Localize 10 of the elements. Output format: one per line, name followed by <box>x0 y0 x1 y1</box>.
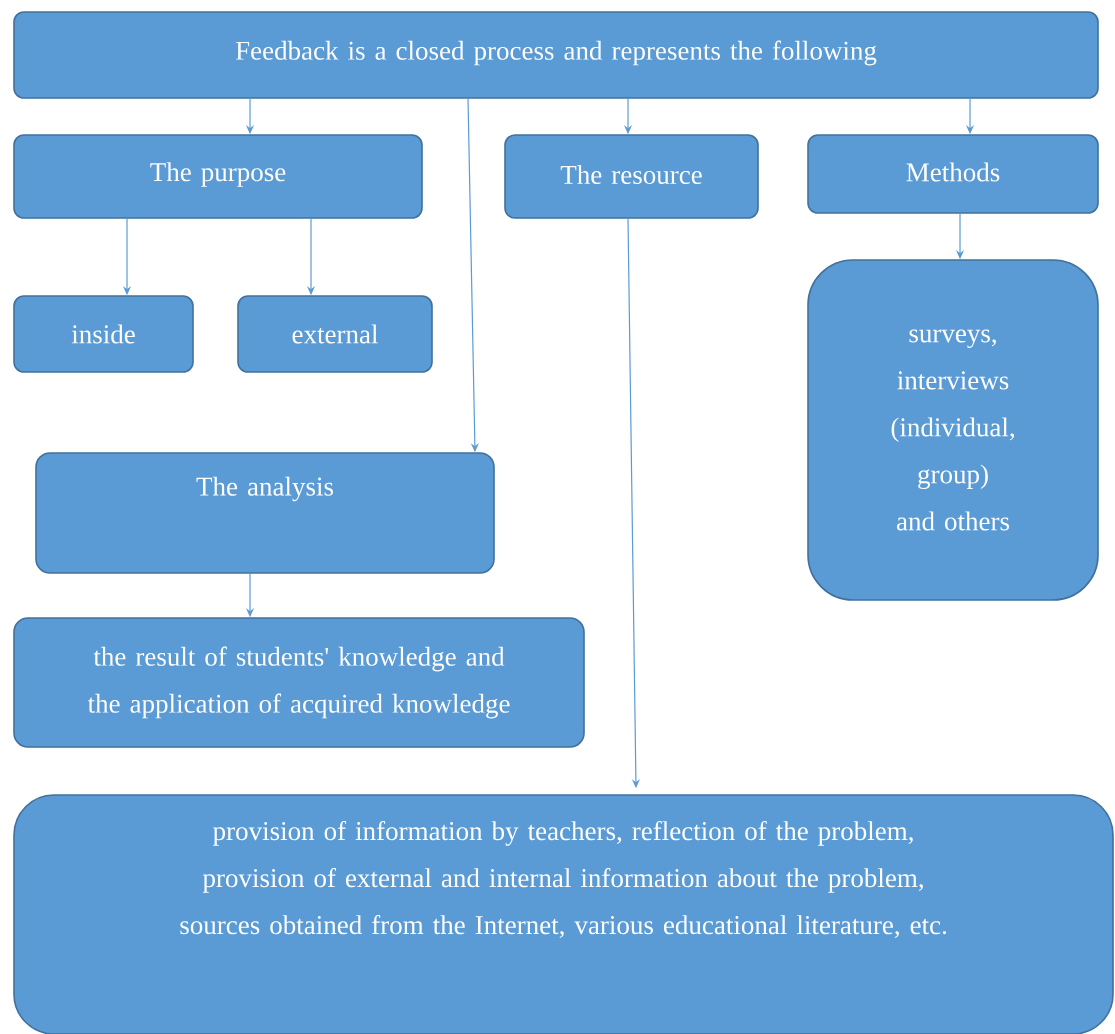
process-box: Methods <box>807 134 1099 214</box>
process-box: The analysis <box>35 452 495 574</box>
process-box: surveys, interviews (individual, group) and others <box>807 259 1099 601</box>
process-box: The resource <box>504 134 759 219</box>
process-box: The purpose <box>13 134 423 219</box>
process-box: external <box>237 295 433 373</box>
process-box: the result of students' knowledge and the application of acquired knowledge <box>13 617 585 748</box>
process-box: inside <box>13 295 194 373</box>
process-box: Feedback is a closed process and represents the following <box>13 11 1099 99</box>
process-box: provision of information by teachers, reflection of the problem, provision of external and internal information about the problem, sources obtained from the Internet, various educational literature, etc. <box>13 794 1114 1034</box>
